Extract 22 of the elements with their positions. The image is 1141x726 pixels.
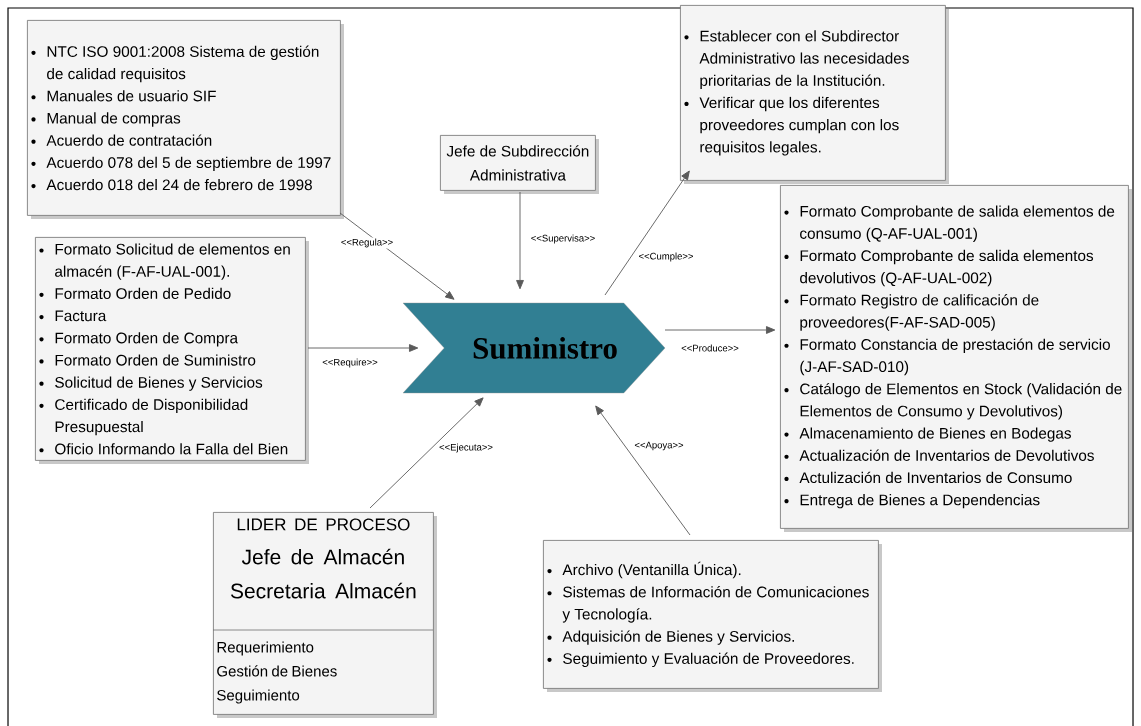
arrow	[516, 191, 524, 290]
edge-label: <<Regula>>	[339, 237, 395, 249]
bullet-list-box: Formato Comprobante de salida elementos de consumo (Q-AF-UAL-001) Formato Comprobante de salida elementos devolutivos (Q-AF-UAL-002) Formato Registro de calificación de proveedores(F-AF-SAD-005) Formato Constancia de prestación de servicio (J-AF-SAD-010) Catálogo de Elementos en Stock (Validación de Elementos de Consumo y Devolutivos) Almacenamiento de Bienes en Bodegas Actualización de Inventarios de Devolutivos Actulización de Inventarios de Consumo Entrega de Bienes a Dependencias	[780, 185, 1132, 532]
edge-label: <<Produce>>	[680, 343, 740, 353]
arrow	[595, 405, 691, 536]
arrow	[339, 212, 455, 300]
arrow	[369, 397, 484, 509]
bullet-list-box: Archivo (Ventanilla Única). Sistemas de Información de Comunicaciones y Tecnología. Adquisición de Bienes y Servicios. Seguimiento y Evaluación de Proveedores.	[543, 540, 882, 692]
edge-label: <<Cumple>>	[637, 251, 695, 263]
bullet-list-box: Formato Solicitud de elementos en almacén (F-AF-UAL-001). Formato Orden de Pedido Factura Formato Orden de Compra Formato Orden de Suministro Solicitud de Bienes y Servicios Certificado de Disponibilidad Presupuestal Oficio Informando la Falla del Bien	[35, 237, 309, 464]
arrow	[604, 170, 690, 296]
edge-label: <<Supervisa>>	[529, 233, 597, 245]
edge-label: <<Ejecuta>>	[438, 442, 494, 454]
arrow	[664, 326, 776, 334]
process-chevron: Suministro	[402, 302, 666, 394]
bullet-list-box: Establecer con el Subdirector Administrativo las necesidades prioritarias de la Institución. Verificar que los diferentes proveedores cumplan con los requisitos legales.	[680, 5, 949, 184]
arrow	[307, 344, 419, 352]
bullet-list-box: NTC ISO 9001:2008 Sistema de gestión de calidad requisitos Manuales de usuario SIF Manual de compras Acuerdo de contratación Acuerdo 078 del 5 de septiembre de 1997 Acuerdo 018 del 24 de febrero de 1998	[27, 20, 344, 219]
edge-label: <<Apoya>>	[633, 440, 685, 452]
edge-label: <<Require>>	[321, 357, 379, 369]
role-box: LIDER DE PROCESO Jefe de Almacén Secretaria Almacén Requerimiento Gestión de Bienes Seguimiento	[212, 512, 437, 718]
role-box: Jefe de Subdirección Administrativa	[440, 135, 599, 194]
